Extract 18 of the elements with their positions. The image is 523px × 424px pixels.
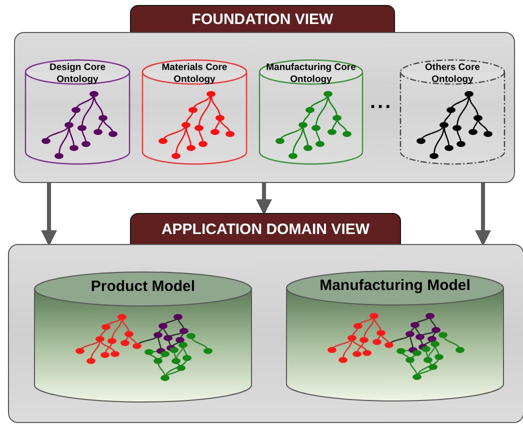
database-cylinder: [259, 60, 363, 164]
heading-tab: APPLICATION DOMAIN VIEW: [130, 213, 401, 245]
ellipsis-label: ...: [370, 91, 393, 114]
cylinder-label: Others Core Ontology: [424, 62, 481, 85]
heading-tab: FOUNDATION VIEW: [130, 5, 395, 33]
cylinder-label: Materials Core Ontology: [160, 62, 228, 85]
cylinder-label: Design Core Ontology: [48, 62, 106, 85]
arrow: [256, 183, 272, 216]
cylinder-label: Manufacturing Core Ontology: [265, 62, 357, 85]
arrow: [475, 183, 491, 246]
database-cylinder: [400, 60, 505, 164]
arrow: [41, 183, 57, 246]
database-cylinder: [142, 60, 247, 164]
database-cylinder: [25, 60, 130, 164]
database-cylinder: [34, 272, 252, 402]
cylinder-label: Product Model: [90, 278, 196, 296]
cylinder-label: Manufacturing Model: [318, 277, 472, 295]
database-cylinder: [286, 271, 504, 401]
